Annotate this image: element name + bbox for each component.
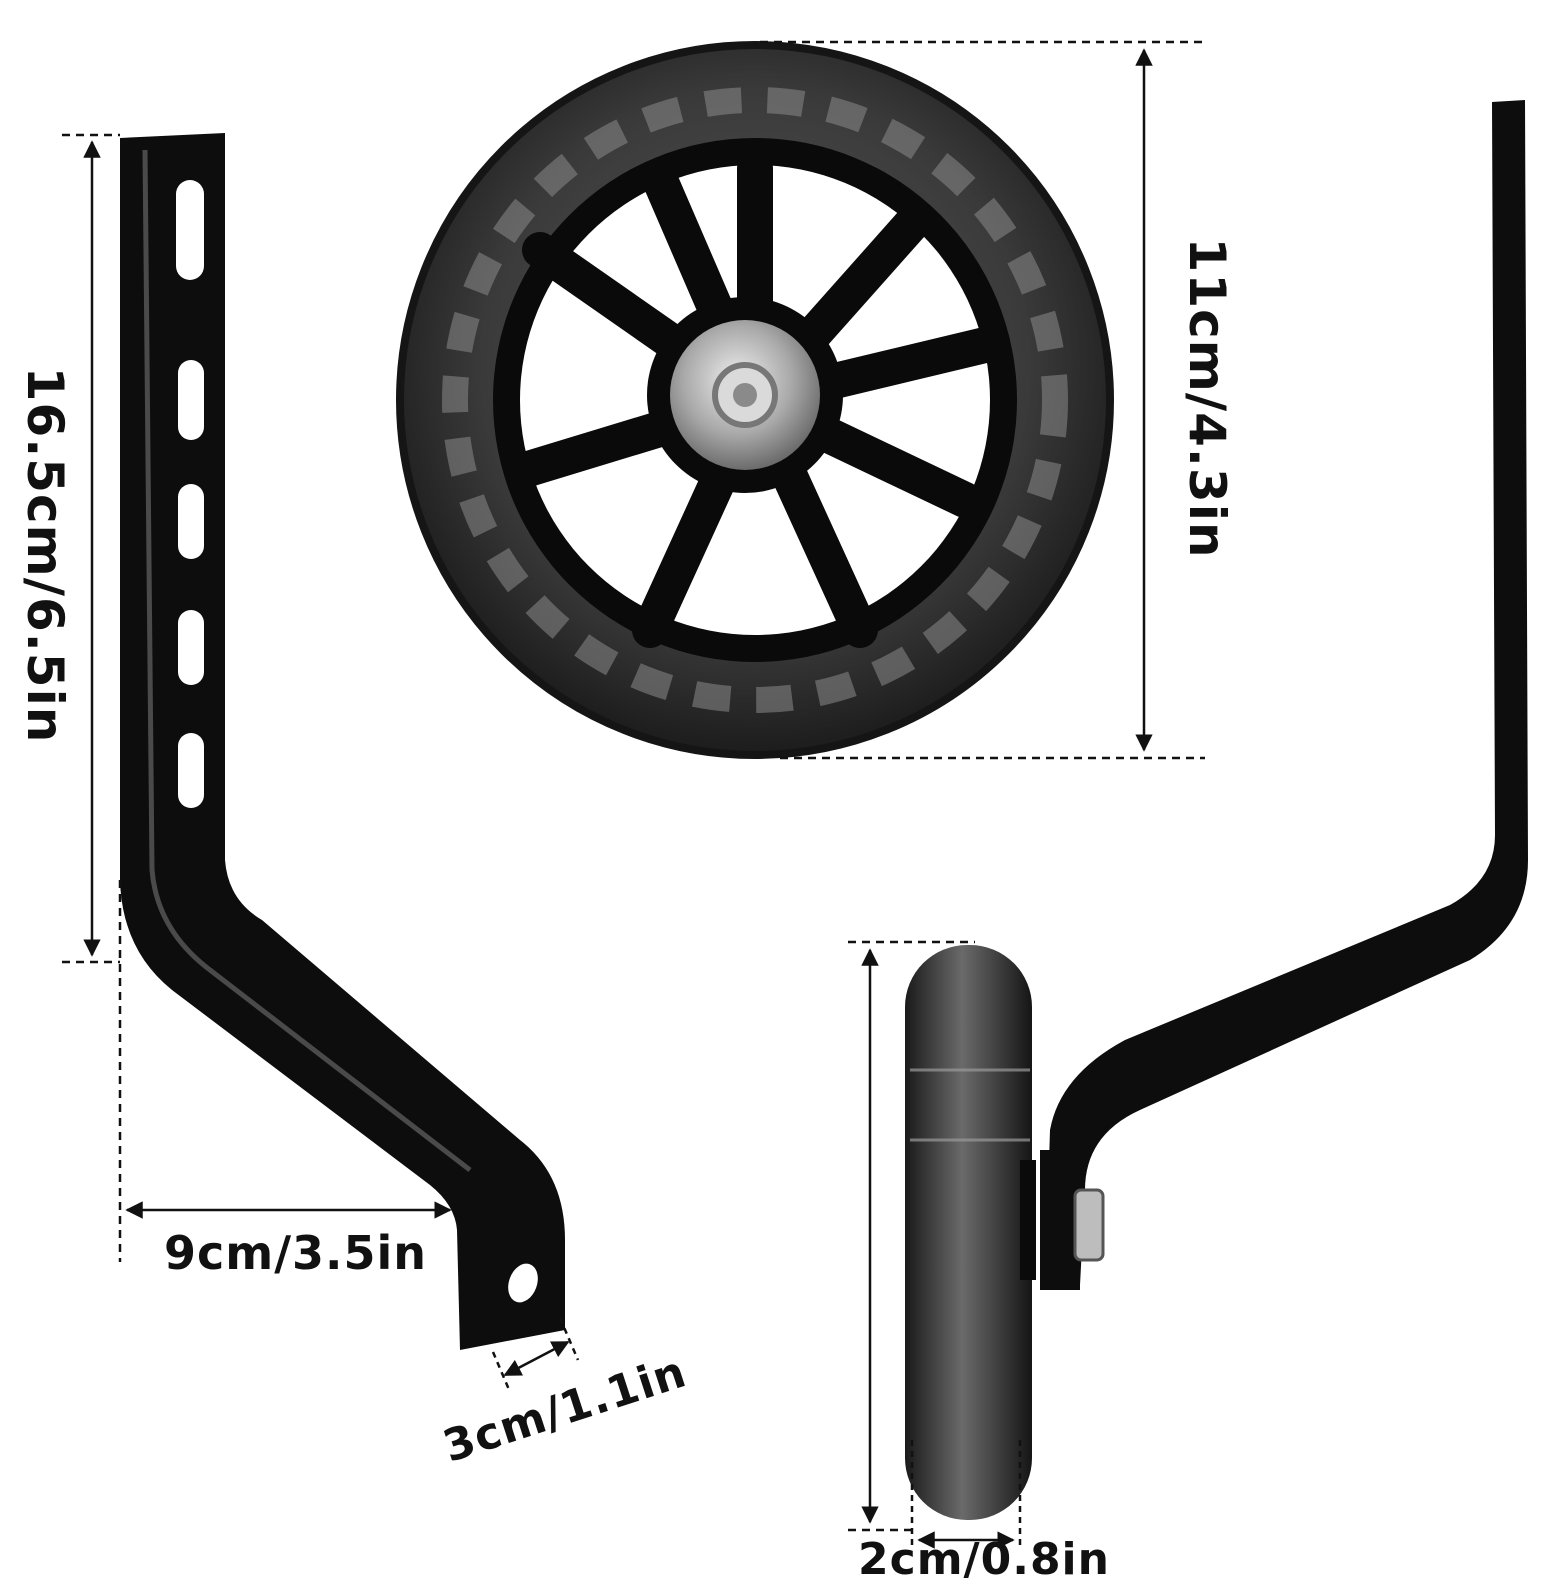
wheel-side-view bbox=[905, 945, 1036, 1520]
wheel-diameter-label: 11cm/4.3in bbox=[1178, 237, 1236, 559]
bracket-offset-label: 9cm/3.5in bbox=[164, 1226, 428, 1280]
bracket-height-label: 16.5cm/6.5in bbox=[16, 366, 74, 744]
wheel-front-view bbox=[396, 41, 1114, 759]
wheel-width-label: 2cm/0.8in bbox=[858, 1534, 1110, 1585]
right-bracket bbox=[1040, 100, 1528, 1290]
dimension-lines bbox=[62, 40, 1205, 1549]
left-bracket bbox=[120, 133, 565, 1350]
bracket-slots bbox=[176, 180, 538, 1303]
